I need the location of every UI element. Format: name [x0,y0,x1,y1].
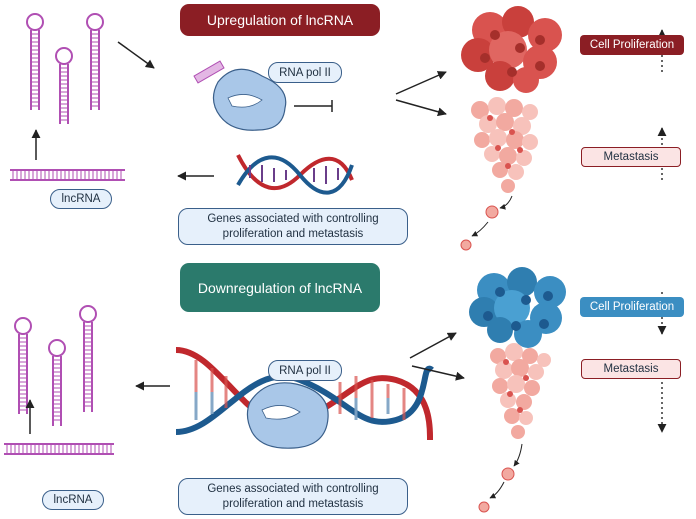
dna-helix-bottom [175,347,434,441]
metastasis-tag-top: Metastasis [581,147,681,167]
metastasis-tag-bottom: Metastasis [581,359,681,379]
downregulation-title: Downregulation of lncRNA [180,263,380,312]
lncrna-strand-bottom [4,443,114,455]
arrow-hairpins-to-pol-top [117,41,155,69]
rna-pol-ii-bottom [246,382,329,449]
cell-proliferation-tag-bottom: Cell Proliferation [580,297,684,317]
hairpin-1-top [26,13,44,110]
arrow-to-proliferation-top [395,71,447,95]
metastasis-cluster-top [460,97,538,251]
lncrna-hairpins-bottom [14,305,97,426]
arrow-to-metastasis-bottom [411,365,465,381]
lncrna-hairpins-top [26,13,104,124]
hairpin-3-top [86,13,104,110]
genes-label-top: Genes associated with controlling prolif… [178,208,408,245]
hairpin-3-bottom [79,305,97,412]
lncrna-label-top: lncRNA [50,189,112,209]
metastasis-cluster-bottom [478,343,551,513]
lncrna-label-bottom: lncRNA [42,490,104,510]
cell-proliferation-tag-top: Cell Proliferation [580,35,684,55]
arrow-to-metastasis-top [395,99,447,117]
upregulation-title: Upregulation of lncRNA [180,4,380,36]
tumor-cluster-red [461,6,562,93]
hairpin-2-top [55,47,73,124]
inhibition-mark-top [294,100,333,112]
rna-pol-ii-label-top: RNA pol II [268,62,342,83]
lncrna-strand-top [10,169,125,181]
dna-helix-top [236,154,354,195]
hairpin-1-bottom [14,317,32,414]
hairpin-2-bottom [48,339,66,426]
arrow-to-proliferation-bottom [409,332,457,359]
rna-pol-ii-label-bottom: RNA pol II [268,360,342,381]
tumor-cluster-blue [469,267,566,348]
rna-pol-ii-top [193,60,287,131]
genes-label-bottom: Genes associated with controlling prolif… [178,478,408,515]
